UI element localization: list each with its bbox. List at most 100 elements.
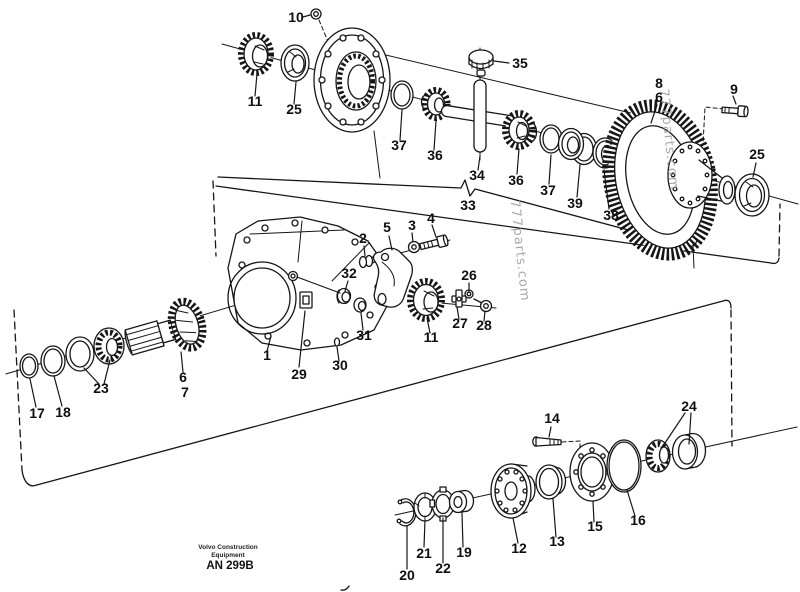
- part-thrust-washers-39: [557, 127, 598, 166]
- callout-11: 11: [248, 93, 263, 109]
- leader-line: [431, 224, 437, 238]
- callout-17: 17: [29, 405, 45, 421]
- callout-7: 7: [181, 384, 189, 400]
- callout-9: 9: [730, 81, 738, 97]
- callout-8: 8: [655, 75, 663, 91]
- callout-2: 2: [359, 230, 367, 246]
- part-bearing-cage-flange: [313, 27, 391, 133]
- callout-20: 20: [399, 567, 415, 583]
- callout-10: 10: [288, 9, 304, 25]
- callout-37: 37: [391, 137, 407, 153]
- part-bearing-11-middle: [407, 278, 445, 322]
- part-pin-30: [333, 337, 341, 347]
- callout-25: 25: [286, 101, 302, 117]
- leader-line: [603, 169, 610, 210]
- callout-28: 28: [476, 317, 492, 333]
- leader-line: [399, 109, 403, 141]
- leader-line: [360, 312, 364, 331]
- leader-line: [548, 426, 552, 438]
- callout-31: 31: [356, 327, 372, 343]
- housing-panel-right-dashed: [730, 309, 733, 447]
- callout-24: 24: [681, 398, 697, 414]
- callout-36: 36: [427, 147, 443, 163]
- leader-line: [53, 375, 63, 407]
- leader-line: [83, 367, 100, 385]
- pen-mark: [340, 585, 350, 591]
- leader-line: [626, 489, 636, 517]
- callout-27: 27: [452, 315, 468, 331]
- callout-18: 18: [55, 404, 71, 420]
- callout-15: 15: [587, 518, 603, 534]
- leader-line: [388, 235, 393, 251]
- part-bearing-11-top: [238, 32, 274, 76]
- panel-left-edge-dashed: [212, 180, 217, 257]
- leader-line: [552, 498, 557, 538]
- callout-6: 6: [655, 89, 663, 105]
- part-bearing-cup-24: [671, 432, 707, 470]
- leader-line: [592, 500, 595, 523]
- part-drive-flange-12: [490, 463, 536, 519]
- housing-panel-bottom-edge: [21, 299, 732, 487]
- cage-bolt-holes: [318, 34, 386, 126]
- leader-line: [433, 120, 437, 151]
- panel-lower-edge: [215, 185, 780, 265]
- part-shim-17: [19, 353, 39, 379]
- part-pinion-6-7: [124, 297, 207, 356]
- callout-6: 6: [179, 369, 187, 385]
- callout-35: 35: [512, 55, 528, 71]
- callout-12: 12: [511, 540, 527, 556]
- leader-line: [363, 245, 366, 257]
- leader-lines: [29, 14, 757, 570]
- footer-brand-line2: Equipment: [211, 552, 245, 559]
- callout-23: 23: [93, 380, 109, 396]
- callout-38: 38: [603, 207, 619, 223]
- part-bearing-cap-5: [372, 247, 414, 308]
- callout-37: 37: [540, 182, 556, 198]
- leader-line: [29, 378, 37, 408]
- leader-line: [650, 104, 658, 124]
- callout-3: 3: [408, 217, 416, 233]
- leader-line: [512, 517, 519, 544]
- part-bolt-4: [419, 234, 449, 251]
- footer-brand-line1: Volvo Construction: [198, 544, 257, 551]
- leader-line: [493, 60, 510, 64]
- cage-drop-line: [373, 130, 381, 179]
- part-plug-2: [358, 254, 374, 269]
- callout-39: 39: [567, 195, 583, 211]
- flange-holes: [494, 469, 528, 513]
- leader-line: [516, 148, 520, 175]
- part-bearing-23b: [93, 327, 125, 365]
- part-shim-18: [40, 345, 66, 377]
- part-nut-3: [407, 240, 421, 254]
- leader-line: [336, 346, 340, 362]
- part-housing-1: [227, 216, 388, 351]
- part-nut-10: [310, 8, 322, 20]
- part-o-ring-16: [606, 439, 642, 493]
- callout-11: 11: [424, 329, 439, 345]
- callout-34: 34: [469, 167, 485, 183]
- callout-14: 14: [544, 410, 560, 426]
- callout-29: 29: [291, 366, 307, 382]
- part-side-gear-36-right: [502, 110, 538, 150]
- callout-5: 5: [383, 219, 391, 235]
- part-cross-27: [451, 289, 467, 308]
- part-nut-19: [448, 489, 475, 514]
- callout-33: 33: [460, 197, 476, 213]
- part-ring-23a: [65, 336, 95, 372]
- part-bearing-25-right: [734, 173, 770, 217]
- leader-line: [483, 310, 486, 322]
- leader-line: [752, 162, 757, 178]
- leader-line: [732, 95, 737, 105]
- leader-line: [456, 306, 460, 320]
- leader-line: [103, 359, 111, 385]
- part-pinion-gear-35: [468, 49, 494, 77]
- part-plug-31: [353, 297, 367, 313]
- part-seal-13: [535, 464, 567, 500]
- callout-1: 1: [263, 347, 271, 363]
- callout-26: 26: [461, 267, 477, 283]
- leader-line: [426, 317, 431, 334]
- part-bolt-14: [532, 436, 562, 447]
- footer-document-code: AN 299B: [206, 560, 253, 572]
- part-bolt-28: [473, 298, 493, 313]
